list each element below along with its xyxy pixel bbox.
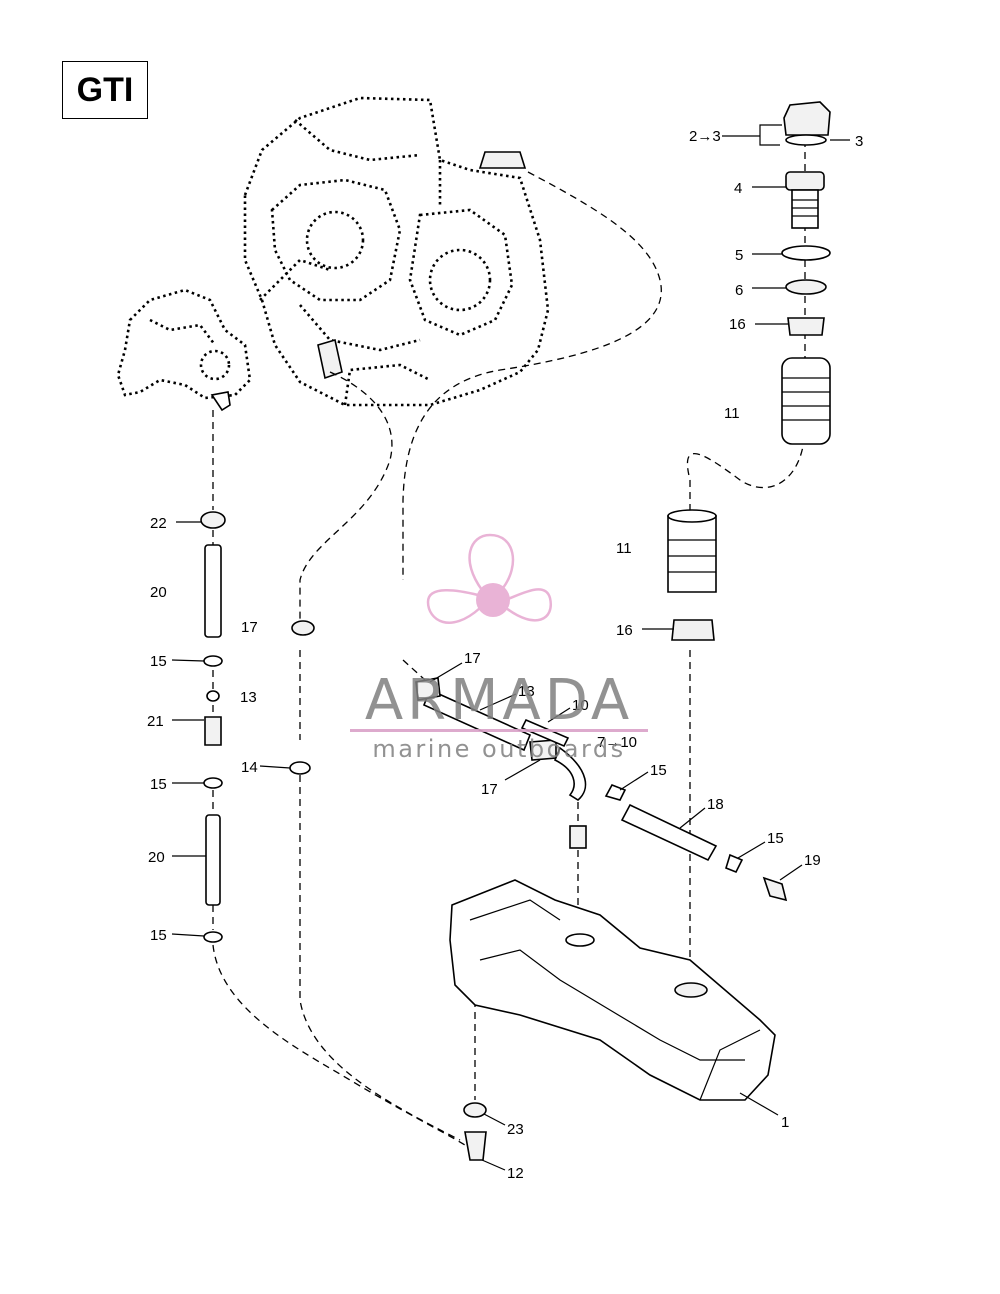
callout-21: 21 bbox=[147, 713, 164, 730]
fuel-tank bbox=[449, 879, 776, 1101]
callout-15d: 15 bbox=[650, 762, 667, 779]
gasket-5 bbox=[781, 245, 831, 261]
callout-10: 10 bbox=[572, 697, 589, 714]
clamp-17a bbox=[291, 620, 315, 636]
watermark-title: ARMADA bbox=[364, 668, 634, 733]
assembly-lines bbox=[212, 140, 806, 1146]
fitting-10 bbox=[520, 718, 570, 748]
callout-17b: 17 bbox=[464, 650, 481, 667]
clip-15e bbox=[725, 853, 744, 874]
callout-22: 22 bbox=[150, 515, 167, 532]
callout-18: 18 bbox=[707, 796, 724, 813]
callout-3: 3 bbox=[855, 133, 863, 150]
fuel-pickup-7-10 bbox=[553, 746, 587, 801]
callout-17a: 17 bbox=[241, 619, 258, 636]
callout-11b: 11 bbox=[616, 540, 632, 557]
watermark-subtitle: marine outboards bbox=[372, 735, 626, 763]
engine-fitting-lower bbox=[317, 338, 343, 380]
fitting-22 bbox=[200, 511, 226, 529]
callout-2-3: 2→3 bbox=[689, 128, 721, 145]
nut-6 bbox=[785, 279, 827, 295]
propeller-logo bbox=[426, 533, 553, 624]
callout-11a: 11 bbox=[724, 405, 740, 422]
callout-labels: 2→3 3 4 5 6 16 11 11 16 22 20 17 15 13 2… bbox=[147, 124, 863, 1182]
callout-23: 23 bbox=[507, 1121, 524, 1138]
clamp-14 bbox=[289, 761, 311, 775]
clip-15b bbox=[203, 777, 223, 789]
callout-15b: 15 bbox=[150, 776, 167, 793]
fitting-19 bbox=[762, 876, 788, 902]
hose-18 bbox=[620, 803, 718, 862]
callout-5: 5 bbox=[735, 247, 743, 264]
clip-15c bbox=[203, 931, 223, 943]
callout-15e: 15 bbox=[767, 830, 784, 847]
callout-14: 14 bbox=[241, 759, 258, 776]
check-13a bbox=[206, 690, 220, 702]
fitting-12 bbox=[464, 1131, 487, 1161]
callout-4: 4 bbox=[734, 180, 742, 197]
clamp-16a bbox=[787, 317, 825, 336]
nut-23 bbox=[463, 1102, 487, 1118]
clip-15a bbox=[203, 655, 223, 667]
callout-15a: 15 bbox=[150, 653, 167, 670]
filler-hose-lower bbox=[667, 509, 717, 593]
callout-13b: 13 bbox=[518, 683, 535, 700]
callout-20a: 20 bbox=[150, 584, 167, 601]
callout-16a: 16 bbox=[729, 316, 746, 333]
callout-13a: 13 bbox=[240, 689, 257, 706]
engine-fitting-top bbox=[478, 151, 527, 169]
clamp-16b bbox=[671, 619, 715, 641]
pickup-tube bbox=[569, 825, 587, 849]
callout-17c: 17 bbox=[481, 781, 498, 798]
callout-16b: 16 bbox=[616, 622, 633, 639]
clip-15d bbox=[604, 784, 627, 801]
filler-cap bbox=[783, 101, 831, 146]
callout-20b: 20 bbox=[148, 849, 165, 866]
filler-neck bbox=[785, 171, 825, 229]
callout-15c: 15 bbox=[150, 927, 167, 944]
hose-20a bbox=[204, 544, 222, 638]
watermark-underline bbox=[350, 729, 648, 732]
callout-12: 12 bbox=[507, 1165, 524, 1182]
hose-13-assembly bbox=[415, 677, 557, 761]
oil-pump bbox=[116, 288, 252, 412]
hose-20b bbox=[205, 814, 221, 906]
model-badge: GTI bbox=[62, 61, 148, 119]
valve-21 bbox=[204, 716, 222, 746]
callout-6: 6 bbox=[735, 282, 743, 299]
engine-block bbox=[243, 96, 550, 407]
callout-1: 1 bbox=[781, 1114, 789, 1131]
callout-7-10: 7→10 bbox=[597, 734, 637, 751]
filler-hose-upper bbox=[781, 357, 831, 445]
callout-19: 19 bbox=[804, 852, 821, 869]
